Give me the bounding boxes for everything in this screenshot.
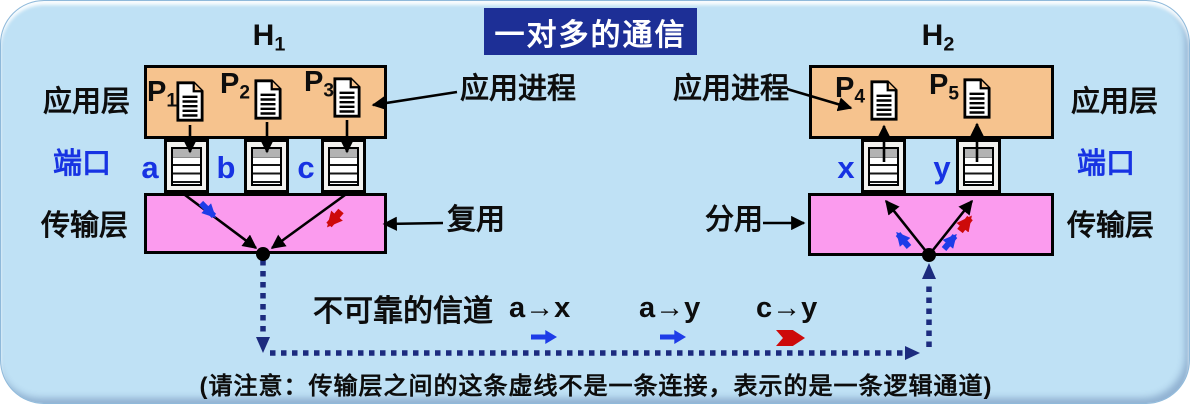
title-banner: 一对多的通信 (484, 8, 697, 55)
document-icon-p5 (963, 77, 991, 120)
process-label-p2: P2 (220, 68, 250, 104)
port-slots (963, 147, 994, 186)
port-icon-b (244, 139, 289, 193)
host-h2-name: H (921, 19, 944, 52)
port-label-x: x (837, 150, 855, 185)
label-app-process-right: 应用进程 (673, 73, 790, 105)
port-icon-c (321, 139, 366, 193)
process-label-p5: P5 (929, 69, 959, 105)
document-icon-p3 (333, 76, 361, 119)
host-h1-name: H (252, 19, 275, 52)
channel-arrowhead-right (905, 346, 920, 360)
port-slots (251, 147, 282, 186)
document-icon-p4 (870, 79, 898, 122)
host-h1-sub: 1 (274, 33, 286, 56)
channel-arrowhead-down (256, 337, 270, 353)
label-demultiplex: 分用 (705, 204, 764, 236)
port-slots (328, 147, 359, 186)
document-icon-p1 (176, 80, 204, 123)
session-label-c-y: c→y (756, 292, 818, 324)
session-arrow-a-x (531, 330, 557, 344)
transport-layer-box-h2 (808, 193, 1054, 256)
port-icon-y (956, 139, 1001, 193)
label-transport-layer-right: 传输层 (1067, 210, 1155, 242)
process-label-p4: P4 (835, 72, 865, 108)
label-unreliable-channel: 不可靠的信道 (313, 295, 493, 328)
session-arrow-a-y (660, 330, 686, 344)
title-text: 一对多的通信 (494, 18, 687, 52)
process-label-p1: P1 (147, 76, 177, 112)
process-label-p3: P3 (304, 66, 334, 102)
host-h2-sub: 2 (943, 33, 955, 56)
host-label-h1: H1 (238, 19, 300, 56)
port-slots (868, 147, 899, 186)
port-label-b: b (216, 150, 236, 185)
label-app-process-left: 应用进程 (460, 73, 577, 105)
port-label-c: c (297, 150, 315, 185)
session-label-a-x: a→x (509, 292, 571, 324)
channel-arrowhead-up (922, 263, 936, 279)
port-icon-x (861, 139, 906, 193)
port-icon-a (164, 139, 209, 193)
label-app-layer-left: 应用层 (43, 86, 131, 118)
label-multiplex: 复用 (447, 204, 506, 236)
port-label-y: y (933, 150, 951, 185)
label-app-layer-right: 应用层 (1071, 86, 1159, 118)
session-label-a-y: a→y (639, 292, 701, 324)
host-label-h2: H2 (907, 19, 969, 56)
port-slots (171, 147, 202, 186)
port-label-a: a (141, 150, 159, 185)
document-icon-p2 (254, 78, 282, 121)
annotation-pointer-lines (371, 87, 853, 231)
transport-layer-box-h1 (144, 193, 387, 254)
label-port-left: 端口 (53, 148, 112, 180)
session-arrow-c-y (776, 330, 805, 346)
pointer-multiplex (382, 216, 444, 231)
label-transport-layer-left: 传输层 (41, 210, 129, 242)
footnote: (请注意：传输层之间的这条虚线不是一条连接，表示的是一条逻辑通道) (199, 373, 993, 400)
label-port-right: 端口 (1077, 148, 1136, 180)
